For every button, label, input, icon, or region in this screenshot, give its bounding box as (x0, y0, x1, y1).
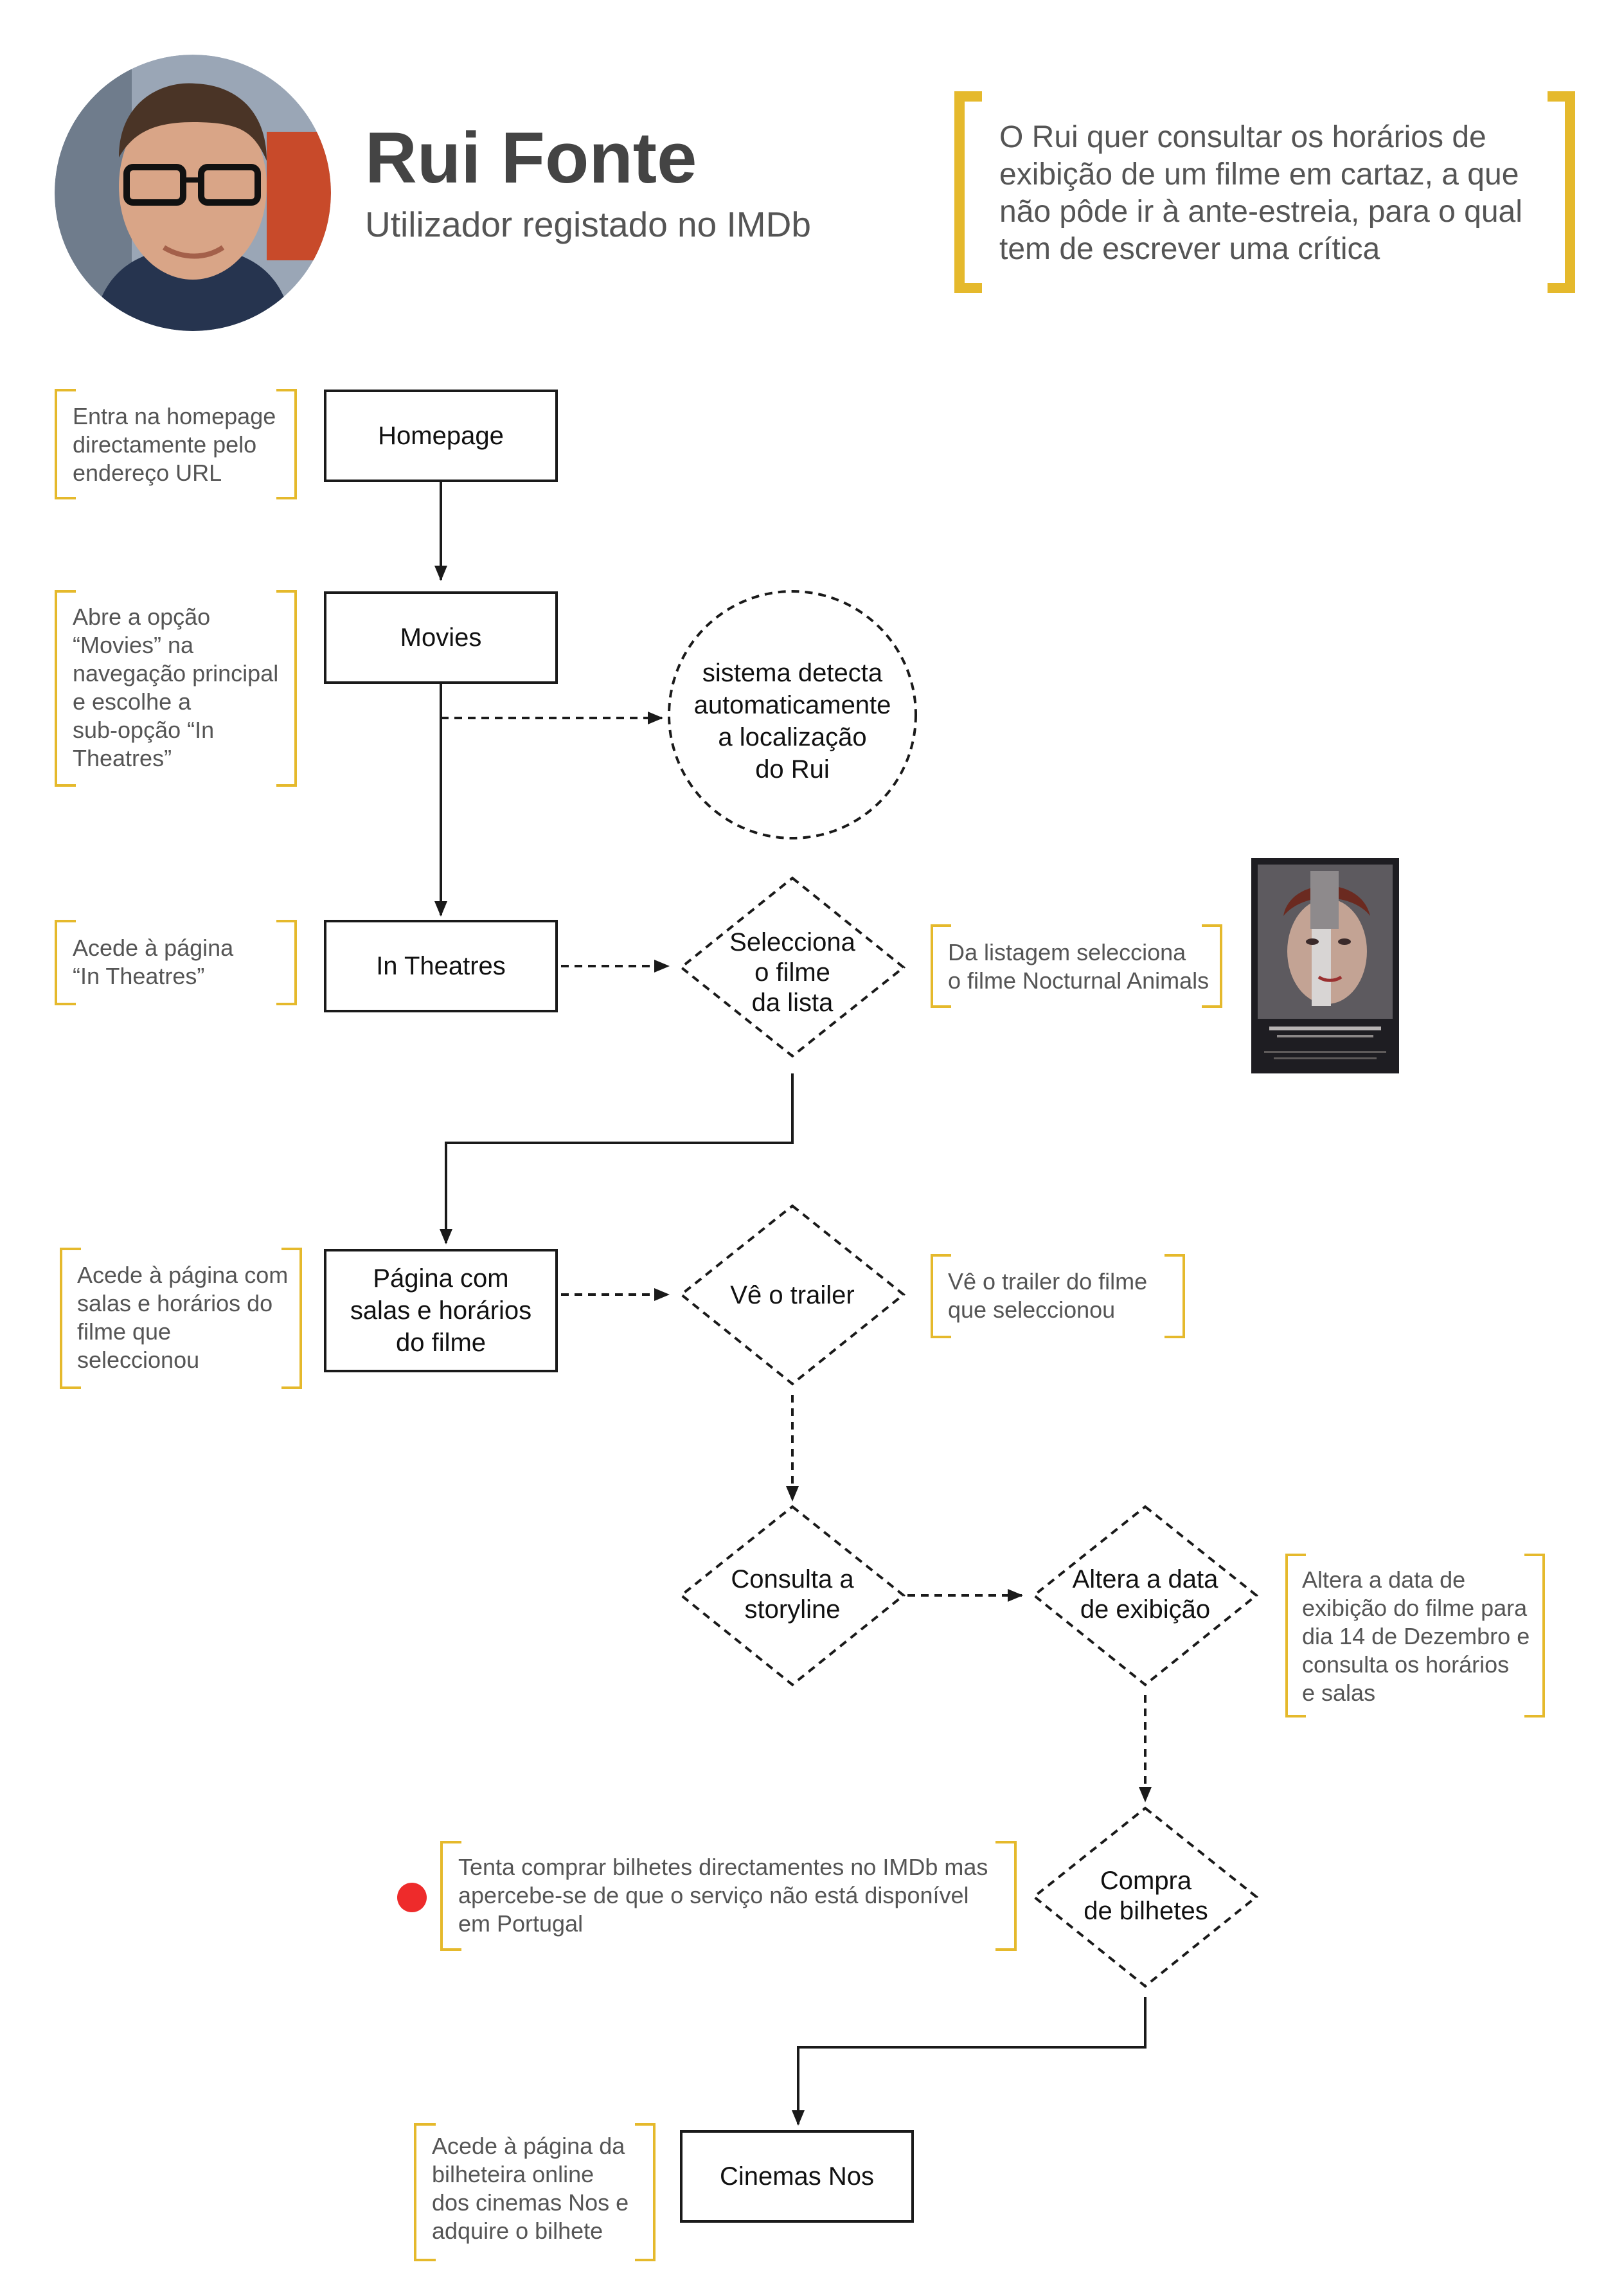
alert-dot-icon (397, 1883, 427, 1912)
persona-goal: O Rui quer consultar os horários de exib… (999, 120, 1522, 266)
node-homepage-label: Homepage (378, 422, 504, 450)
node-selecciona (679, 876, 906, 1058)
note-brackets (55, 389, 1545, 2261)
node-trailer (679, 1204, 906, 1386)
goal-brackets (954, 91, 1575, 293)
node-cinemas-nos (680, 2130, 914, 2223)
node-in-theatres (324, 920, 558, 1012)
node-pagina-salas (324, 1249, 558, 1372)
node-movies (324, 591, 558, 684)
node-in-theatres-label: In Theatres (376, 952, 506, 980)
persona-role: Utilizador registado no IMDb (365, 204, 811, 244)
node-cinemas-nos-label: Cinemas Nos (719, 2162, 875, 2191)
node-compra (1031, 1806, 1259, 1988)
node-sistema (668, 590, 917, 839)
note-compra: Tenta comprar bilhetes directamentes no … (458, 1854, 988, 1937)
node-homepage (324, 390, 558, 482)
node-storyline (679, 1505, 906, 1687)
node-trailer-label: Vê o trailer (730, 1281, 855, 1309)
node-altera (1031, 1505, 1259, 1687)
note-in-theatres: Acede à página“In Theatres” (73, 935, 234, 989)
user-portrait-icon (55, 55, 331, 331)
node-movies-label: Movies (400, 623, 482, 652)
movie-poster-icon (1251, 858, 1399, 1073)
persona-name: Rui Fonte (365, 118, 697, 198)
